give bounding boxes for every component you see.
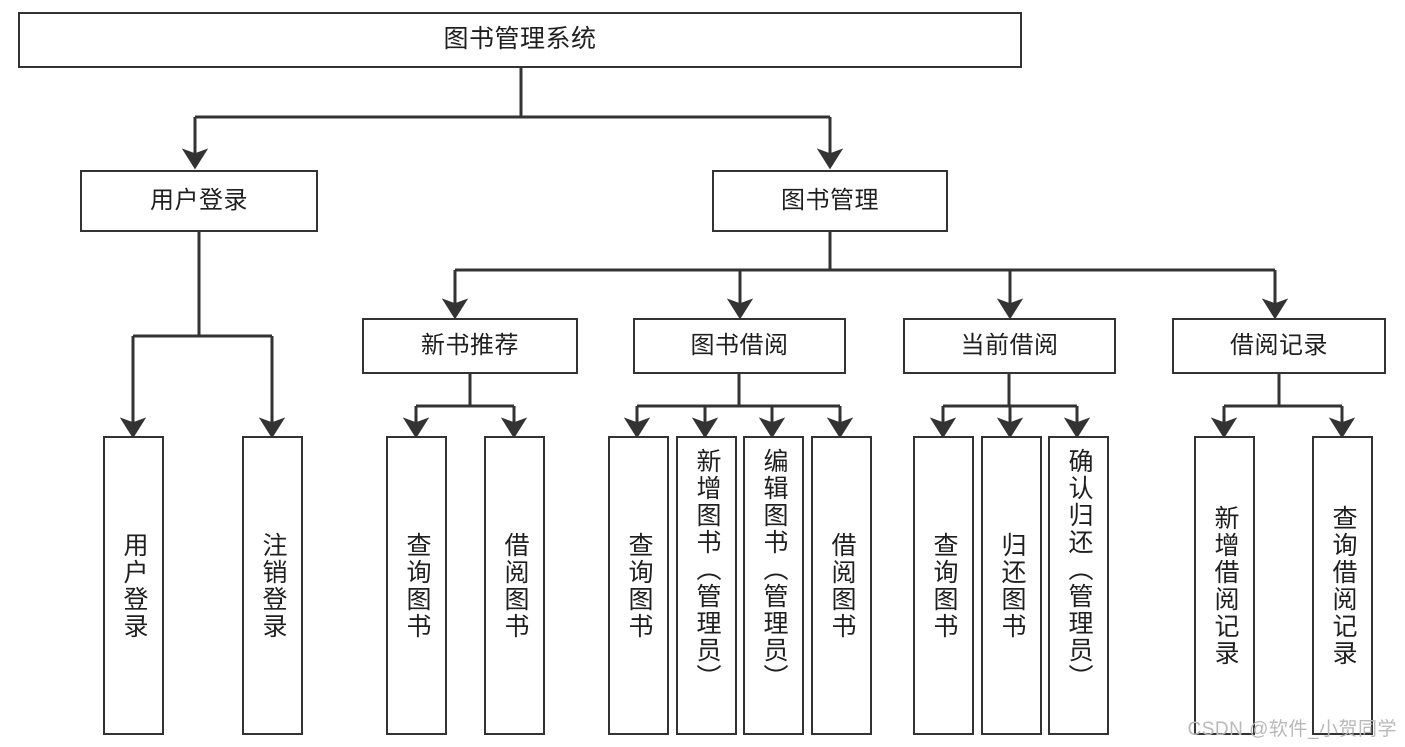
node-current-borrow-label: 当前借阅 (960, 331, 1059, 359)
leaf-add-book-label: 新增图书（管理员） (693, 448, 721, 691)
leaf-edit-book-label: 编辑图书（管理员） (760, 448, 788, 691)
leaf-confirm-return-label: 确认归还（管理员） (1065, 448, 1093, 691)
leaf-borrow-book-2[interactable]: 借阅图书 (811, 436, 872, 735)
node-book-borrow[interactable]: 图书借阅 (633, 318, 846, 374)
node-root-label: 图书管理系统 (443, 25, 597, 54)
node-book-manage[interactable]: 图书管理 (712, 170, 948, 232)
leaf-query-book-3[interactable]: 查询图书 (913, 436, 974, 735)
node-root[interactable]: 图书管理系统 (18, 12, 1022, 68)
leaf-confirm-return[interactable]: 确认归还（管理员） (1048, 436, 1109, 735)
leaf-query-book-2[interactable]: 查询图书 (608, 436, 669, 735)
node-new-book-recommend[interactable]: 新书推荐 (362, 318, 578, 374)
leaf-user-login-label: 用户登录 (120, 531, 148, 640)
node-user-login-label: 用户登录 (150, 186, 248, 214)
node-book-manage-label: 图书管理 (781, 186, 879, 214)
leaf-query-book-2-label: 查询图书 (625, 531, 653, 640)
leaf-query-record-label: 查询借阅记录 (1329, 504, 1357, 667)
leaf-add-book[interactable]: 新增图书（管理员） (676, 436, 737, 735)
leaf-return-book-label: 归还图书 (998, 531, 1026, 640)
leaf-user-login[interactable]: 用户登录 (103, 436, 164, 735)
leaf-borrow-book-1-label: 借阅图书 (501, 531, 529, 640)
leaf-query-book-1-label: 查询图书 (403, 531, 431, 640)
leaf-edit-book[interactable]: 编辑图书（管理员） (743, 436, 804, 735)
leaf-borrow-book-2-label: 借阅图书 (828, 531, 856, 640)
leaf-query-book-3-label: 查询图书 (930, 531, 958, 640)
leaf-user-logout[interactable]: 注销登录 (242, 436, 303, 735)
node-borrow-record-label: 借阅记录 (1230, 331, 1328, 359)
node-book-borrow-label: 图书借阅 (690, 331, 789, 359)
leaf-query-record[interactable]: 查询借阅记录 (1312, 436, 1373, 735)
leaf-borrow-book-1[interactable]: 借阅图书 (484, 436, 545, 735)
leaf-add-record[interactable]: 新增借阅记录 (1194, 436, 1255, 735)
leaf-query-book-1[interactable]: 查询图书 (386, 436, 447, 735)
watermark: CSDN @软件_小贺同学 (1187, 719, 1397, 740)
leaf-add-record-label: 新增借阅记录 (1211, 504, 1239, 667)
leaf-return-book[interactable]: 归还图书 (981, 436, 1042, 735)
node-borrow-record[interactable]: 借阅记录 (1172, 318, 1386, 374)
node-new-book-recommend-label: 新书推荐 (421, 331, 519, 359)
leaf-user-logout-label: 注销登录 (259, 531, 287, 640)
node-current-borrow[interactable]: 当前借阅 (903, 318, 1116, 374)
node-user-login[interactable]: 用户登录 (80, 170, 318, 232)
